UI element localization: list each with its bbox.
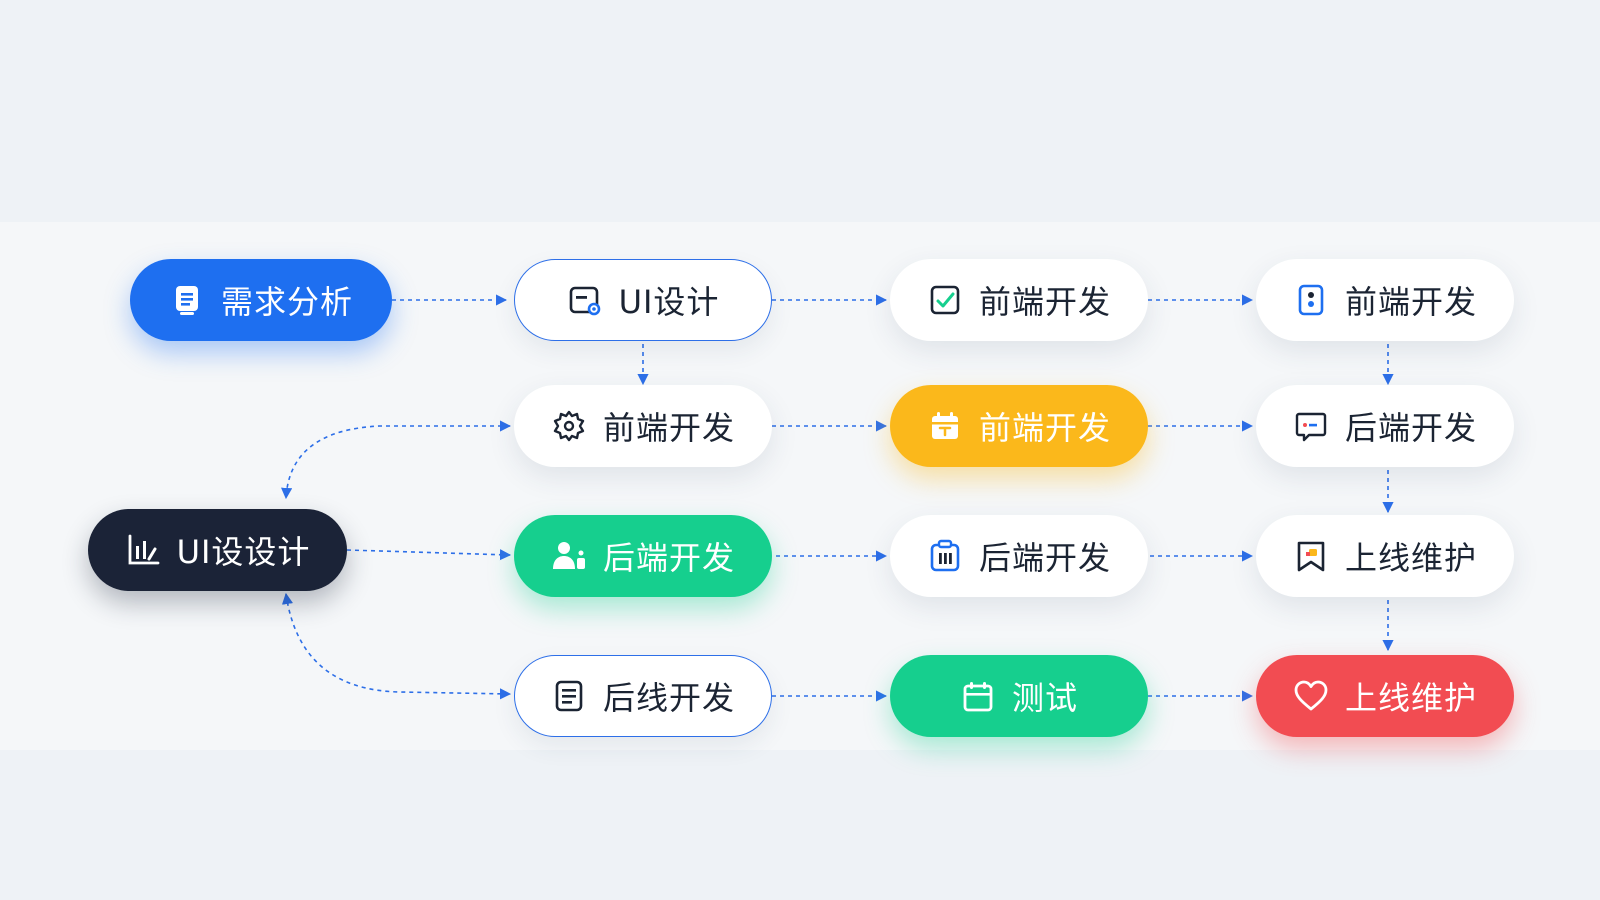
gear-icon: [553, 410, 585, 442]
edge-dark-to-green: [346, 549, 512, 561]
document-icon: [175, 286, 198, 315]
chat-icon: [1295, 412, 1327, 442]
node-deploy-maintain-mid[interactable]: 上线维护: [1256, 515, 1514, 597]
node-deploy-maintain-red[interactable]: 上线维护: [1256, 655, 1514, 737]
node-label: 后端开发: [978, 539, 1111, 577]
node-backend-dev-clipboard[interactable]: 后端开发: [890, 515, 1148, 597]
list-icon: [555, 680, 583, 712]
calendar-outline-icon: [963, 682, 993, 712]
node-label: 前端开发: [1344, 283, 1477, 321]
node-backend-dev-green[interactable]: 后端开发: [514, 515, 772, 597]
node-frontend-dev-check[interactable]: 前端开发: [890, 259, 1148, 341]
chart-icon: [128, 534, 159, 565]
bookmark-icon: [1297, 541, 1325, 572]
calendar-icon: [931, 412, 958, 439]
node-label: 前端开发: [978, 283, 1111, 321]
node-label: 上线维护: [1344, 539, 1477, 577]
node-label: 需求分析: [220, 283, 353, 321]
edge-gear-to-dark-curve: [281, 420, 512, 500]
clipboard-icon: [930, 539, 960, 572]
node-label: 后线开发: [602, 679, 735, 717]
node-backline-dev[interactable]: 后线开发: [514, 655, 772, 737]
node-label: 前端开发: [978, 409, 1111, 447]
node-frontend-dev-badge[interactable]: 前端开发: [1256, 259, 1514, 341]
node-label: 上线维护: [1344, 679, 1477, 717]
node-ui-design[interactable]: UI设计: [514, 259, 772, 341]
node-label: 前端开发: [602, 409, 735, 447]
users-icon: [552, 542, 585, 569]
node-label: UI设设计: [176, 533, 311, 571]
node-frontend-dev-gear[interactable]: 前端开发: [514, 385, 772, 467]
checkbox-icon: [930, 285, 960, 315]
design-icon: [569, 286, 600, 316]
edge-dark-to-backline-curve: [281, 592, 512, 700]
node-label: UI设计: [618, 283, 720, 321]
badge-icon: [1298, 284, 1324, 316]
node-label: 后端开发: [1344, 409, 1477, 447]
node-requirements-analysis[interactable]: 需求分析: [130, 259, 392, 341]
node-label: 后端开发: [602, 539, 735, 577]
node-testing[interactable]: 测试: [890, 655, 1148, 737]
node-frontend-dev-highlight[interactable]: 前端开发: [890, 385, 1148, 467]
node-label: 测试: [1011, 679, 1078, 717]
node-backend-dev-chat[interactable]: 后端开发: [1256, 385, 1514, 467]
heart-icon: [1294, 680, 1328, 711]
node-ui-design-dark[interactable]: UI设设计: [88, 509, 347, 591]
